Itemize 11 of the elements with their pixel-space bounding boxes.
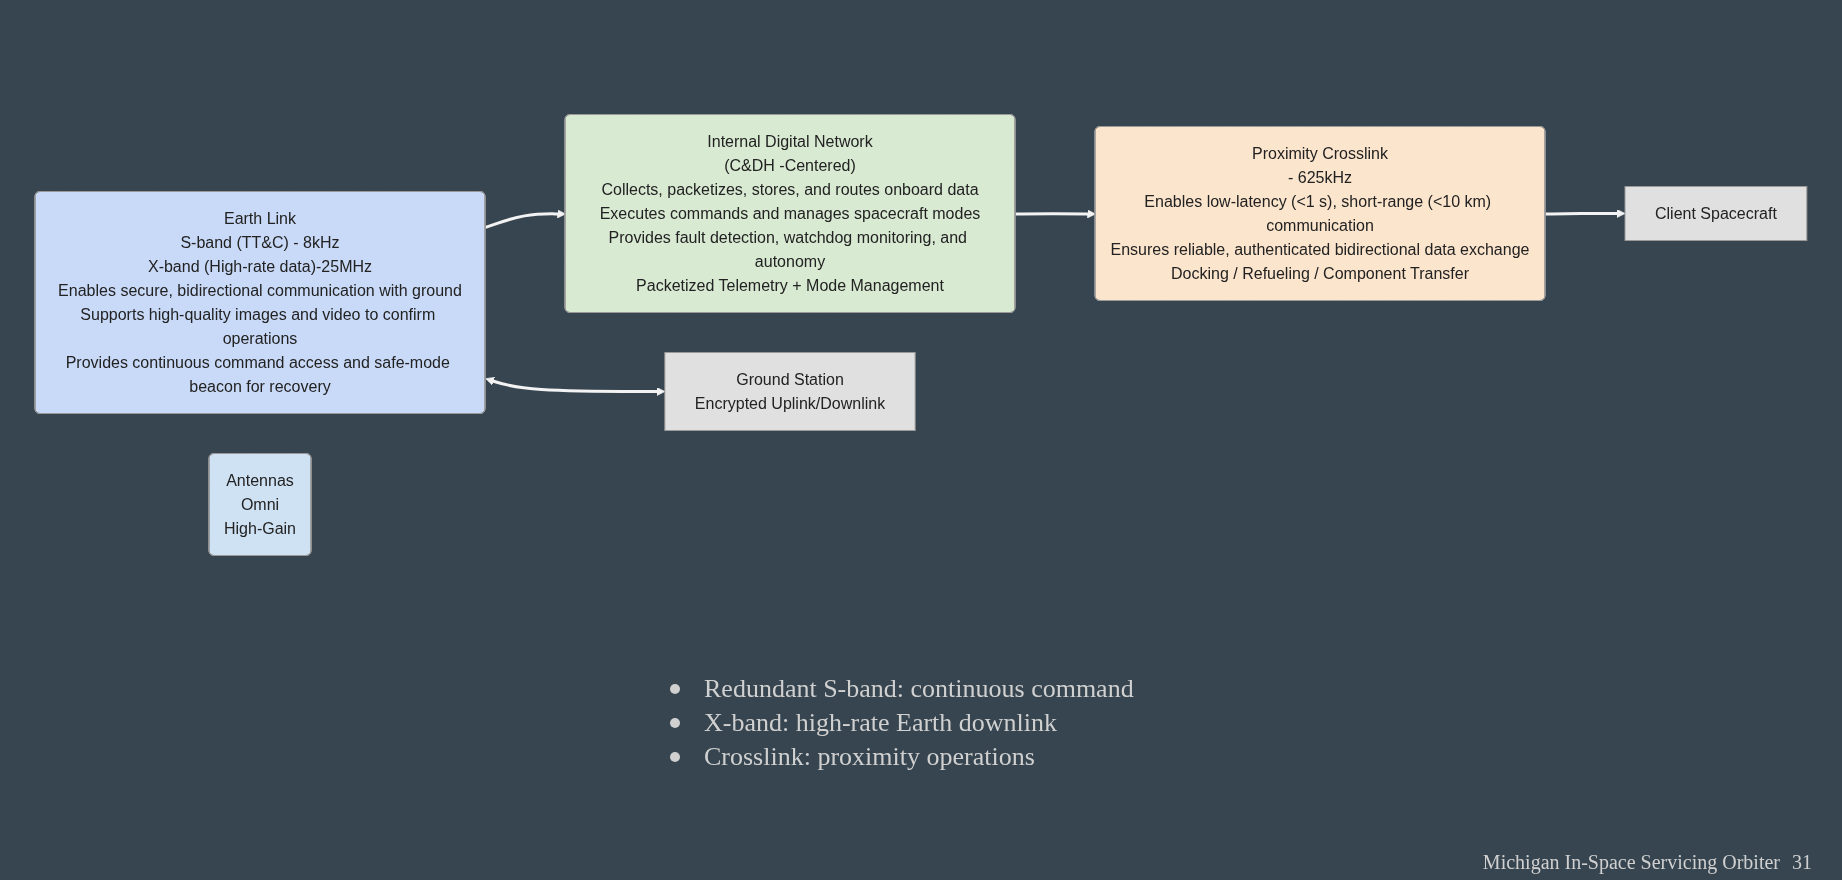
node-box: Ground Station Encrypted Uplink/Downlink xyxy=(664,352,916,431)
arrow xyxy=(1545,209,1626,218)
arrow xyxy=(1015,209,1096,219)
bullet-note: Redundant S-band: continuous command xyxy=(704,674,1134,704)
page-number: 31 xyxy=(1792,851,1812,873)
node-box: Client Spacecraft xyxy=(1624,186,1808,241)
arrow xyxy=(485,377,666,396)
arrow xyxy=(485,209,566,229)
footer-text: Michigan In-Space Servicing Orbiter xyxy=(1482,851,1780,873)
bullet-note: Crosslink: proximity operations xyxy=(704,742,1035,772)
bullet-note: X-band: high-rate Earth downlink xyxy=(704,708,1058,738)
